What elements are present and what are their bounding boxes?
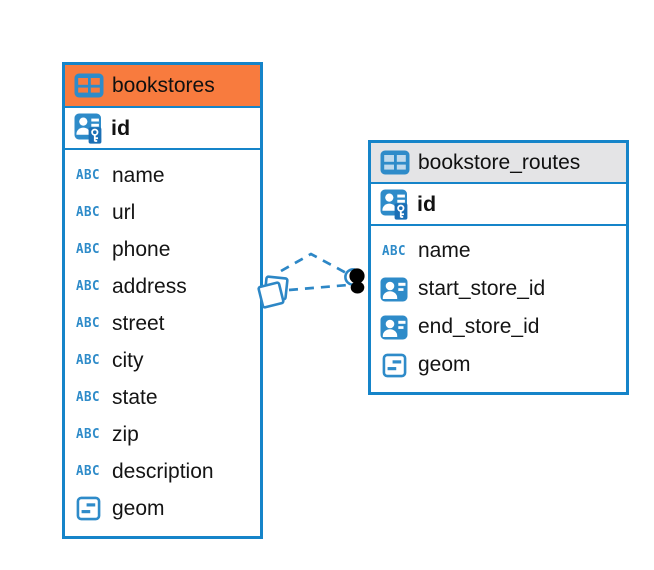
field-row-street[interactable]: ABC street — [65, 305, 260, 342]
table-icon — [380, 150, 410, 175]
field-label: url — [112, 200, 136, 224]
text-type-icon: ABC — [75, 351, 101, 368]
field-label: name — [418, 239, 471, 262]
text-type-icon: ABC — [75, 240, 101, 257]
field-row-name[interactable]: ABC name — [371, 232, 626, 270]
field-label: geom — [112, 496, 165, 520]
geometry-icon — [73, 496, 103, 521]
field-row-address[interactable]: ABC address — [65, 268, 260, 305]
text-type-icon: ABC — [75, 388, 101, 405]
primary-key-label: id — [417, 191, 437, 216]
text-type-icon: ABC — [75, 462, 101, 479]
primary-key-row[interactable]: id — [371, 184, 626, 226]
field-label: street — [112, 311, 165, 335]
reference-icon — [379, 277, 409, 302]
field-row-end_store_id[interactable]: end_store_id — [371, 308, 626, 346]
field-row-geom[interactable]: geom — [371, 346, 626, 384]
field-label: address — [112, 274, 187, 298]
field-row-zip[interactable]: ABC zip — [65, 416, 260, 453]
primary-key-row[interactable]: id — [65, 108, 260, 150]
field-row-start_store_id[interactable]: start_store_id — [371, 270, 626, 308]
reference-icon — [379, 315, 409, 340]
field-row-phone[interactable]: ABC phone — [65, 231, 260, 268]
table-bookstore-routes[interactable]: bookstore_routes id ABC name start_store_i… — [368, 140, 629, 395]
field-label: end_store_id — [418, 315, 540, 338]
field-label: start_store_id — [418, 277, 546, 300]
table-icon — [74, 73, 104, 98]
field-row-name[interactable]: ABC name — [65, 157, 260, 194]
primary-key-icon — [379, 189, 409, 220]
geometry-icon — [379, 353, 409, 378]
table-title: bookstores — [112, 73, 215, 97]
field-label: state — [112, 385, 158, 409]
text-type-icon: ABC — [75, 203, 101, 220]
table-bookstore-routes-header[interactable]: bookstore_routes — [371, 143, 626, 184]
field-label: city — [112, 348, 144, 372]
table-bookstores-header[interactable]: bookstores — [65, 65, 260, 108]
text-type-icon: ABC — [75, 277, 101, 294]
field-label: phone — [112, 237, 171, 261]
field-label: description — [112, 459, 214, 483]
relationship-endpoint-dots — [344, 268, 365, 294]
field-row-state[interactable]: ABC state — [65, 379, 260, 416]
primary-key-label: id — [111, 115, 131, 140]
text-type-icon: ABC — [75, 166, 101, 183]
relationship-line-1[interactable] — [280, 252, 351, 277]
field-label: name — [112, 163, 165, 187]
field-row-description[interactable]: ABC description — [65, 453, 260, 490]
field-row-url[interactable]: ABC url — [65, 194, 260, 231]
relationship-line-2[interactable] — [288, 283, 349, 292]
text-type-icon: ABC — [75, 314, 101, 331]
field-label: geom — [418, 353, 471, 376]
text-type-icon: ABC — [381, 242, 407, 259]
table-title: bookstore_routes — [418, 150, 581, 174]
field-row-city[interactable]: ABC city — [65, 342, 260, 379]
field-row-geom[interactable]: geom — [65, 490, 260, 527]
primary-key-icon — [73, 113, 103, 144]
field-label: zip — [112, 422, 139, 446]
text-type-icon: ABC — [75, 425, 101, 442]
